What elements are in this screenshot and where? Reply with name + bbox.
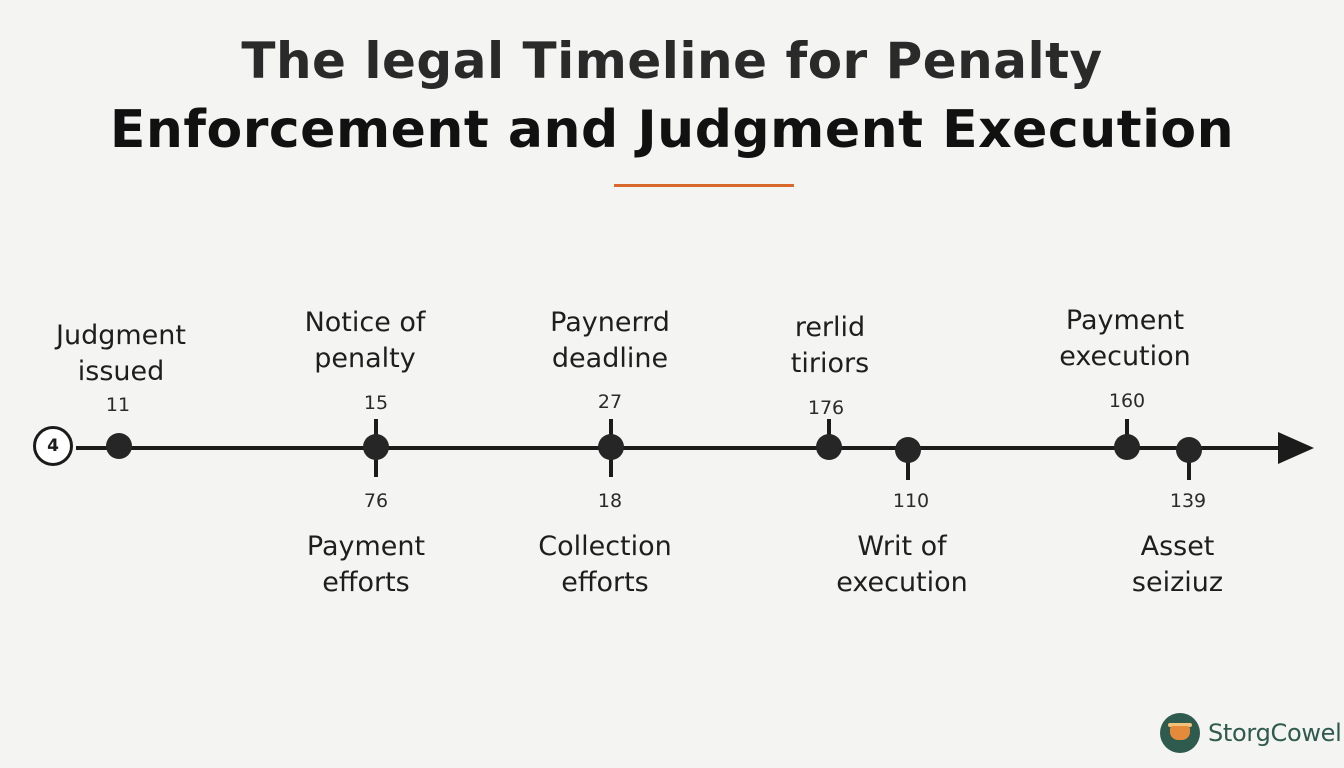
- marker-dot-payment-execution: [1114, 434, 1140, 460]
- event-label-payment-execution: Payment execution: [1059, 305, 1191, 372]
- marker-dot-writ-of-execution: [895, 437, 921, 463]
- event-number-notice-of-penalty: 15: [363, 392, 389, 414]
- title-line-1: The legal Timeline for Penalty: [241, 32, 1103, 90]
- event-number-asset-seizure: 139: [1169, 490, 1207, 512]
- event-number-rerlid-tiriors: 176: [807, 397, 845, 419]
- title-accent-rule: [614, 184, 794, 187]
- event-number-payment-efforts: 76: [363, 490, 389, 512]
- event-label-collection-efforts: Collection efforts: [538, 531, 672, 598]
- timeline-arrowhead: [1278, 432, 1314, 464]
- marker-dot-payment-deadline: [598, 434, 624, 460]
- event-label-judgment-issued: Judgment issued: [56, 320, 186, 387]
- marker-dot-asset-seizure: [1176, 437, 1202, 463]
- brand-name: StorgCowel: [1208, 719, 1342, 747]
- event-label-asset-seizure: Asset seiziuz: [1131, 531, 1224, 598]
- cooking-pot-icon: [1160, 713, 1200, 753]
- event-label-payment-deadline: Paynerrd deadline: [550, 307, 670, 374]
- marker-dot-judgment-issued: [106, 433, 132, 459]
- marker-dot-notice-of-penalty: [363, 434, 389, 460]
- event-number-judgment-issued: 11: [105, 394, 131, 416]
- title-line-2: Enforcement and Judgment Execution: [109, 100, 1235, 160]
- event-number-payment-execution: 160: [1108, 390, 1146, 412]
- timeline-start-badge: 4: [33, 426, 73, 466]
- event-label-payment-efforts: Payment efforts: [306, 531, 426, 598]
- event-label-writ-of-execution: Writ of execution: [836, 531, 968, 598]
- event-label-notice-of-penalty: Notice of penalty: [304, 307, 426, 374]
- event-label-rerlid-tiriors: rerlid tiriors: [790, 312, 870, 379]
- event-number-payment-deadline: 27: [597, 391, 623, 413]
- brand-watermark: StorgCowel: [1160, 713, 1342, 753]
- event-number-writ-of-execution: 110: [892, 490, 930, 512]
- marker-dot-rerlid-tiriors: [816, 434, 842, 460]
- event-number-collection-efforts: 18: [597, 490, 623, 512]
